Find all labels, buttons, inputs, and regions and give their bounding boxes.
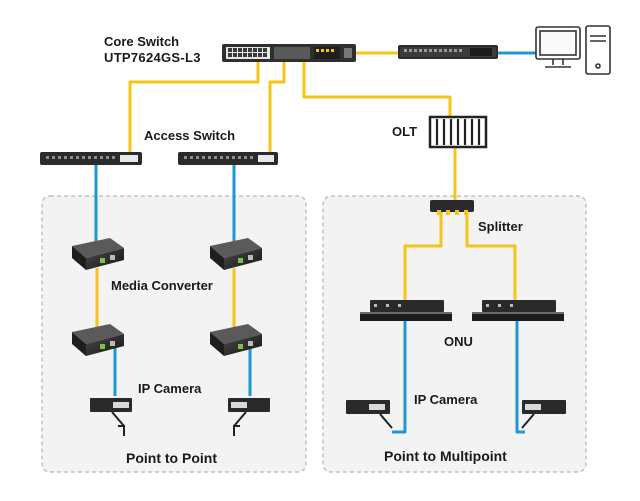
- olt-chassis-icon: [428, 115, 488, 149]
- access-switch-label: Access Switch: [144, 128, 236, 143]
- rack-switch-icon: [398, 45, 498, 59]
- media-converter-icon: [210, 238, 262, 270]
- fiber-link-splitter-to-onu-right: [465, 212, 517, 300]
- copper-link-onu-left-to-camera: [392, 318, 407, 434]
- fiber-link-core-to-access-left: [128, 62, 260, 154]
- ip-camera-icon: [346, 400, 393, 429]
- access-switch-right: [178, 152, 278, 165]
- ip-camera-right-label: IP Camera: [414, 392, 478, 407]
- ip-camera-icon: [521, 400, 566, 429]
- fiber-link-core-to-olt: [302, 62, 452, 118]
- onu-label: ONU: [444, 334, 473, 349]
- access-switch-left: [40, 152, 142, 165]
- media-converter-label: Media Converter: [111, 278, 213, 293]
- core-switch-device: [222, 44, 356, 62]
- point-to-point-label: Point to Point: [126, 450, 217, 466]
- onu-icon: [360, 300, 452, 321]
- media-converter-icon: [72, 324, 124, 356]
- ip-camera-icon: [90, 398, 132, 436]
- onu-icon: [472, 300, 564, 321]
- media-converter-icon: [210, 324, 262, 356]
- splitter-icon: [430, 200, 474, 215]
- ip-camera-icon: [228, 398, 270, 436]
- core-switch-title: Core Switch: [104, 34, 180, 49]
- fiber-link-splitter-to-onu-left: [403, 212, 443, 300]
- fiber-link-core-to-access-right: [268, 62, 286, 154]
- point-to-multipoint-label: Point to Multipoint: [384, 448, 507, 464]
- tower-pc-icon: [585, 25, 611, 75]
- olt-label: OLT: [392, 124, 418, 139]
- ip-camera-left-label: IP Camera: [138, 381, 202, 396]
- copper-link-onu-right-to-camera: [515, 318, 525, 434]
- media-converter-icon: [72, 238, 124, 270]
- splitter-label: Splitter: [478, 219, 523, 234]
- core-switch-model: UTP7624GS-L3: [104, 50, 201, 65]
- workstation-icon: [535, 26, 581, 68]
